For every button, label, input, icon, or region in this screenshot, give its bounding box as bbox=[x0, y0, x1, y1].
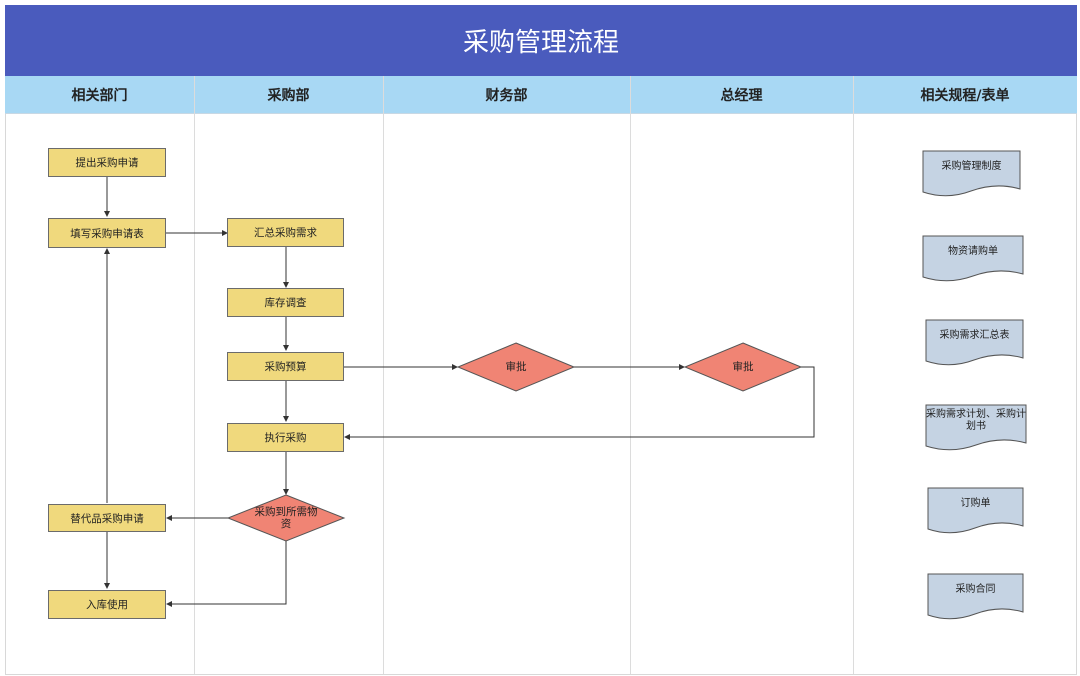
decision-gm-approve: 审批 bbox=[732, 361, 754, 373]
document-requisition-form: 物资请购单 bbox=[948, 246, 998, 257]
document-shape bbox=[925, 319, 1024, 366]
process-inventory-check: 库存调查 bbox=[227, 288, 344, 317]
process-fill-request-form: 填写采购申请表 bbox=[48, 218, 166, 248]
document-shape bbox=[922, 235, 1024, 282]
document-demand-plan: 采购需求计划、采购计划书 bbox=[926, 409, 1026, 432]
lane-divider bbox=[630, 76, 631, 674]
lane-divider bbox=[194, 76, 195, 674]
decision-materials-obtained: 采购到所需物资 bbox=[254, 506, 318, 530]
document-demand-summary: 采购需求汇总表 bbox=[939, 330, 1010, 341]
document-purchase-contract: 采购合同 bbox=[955, 584, 996, 595]
document-purchase-order: 订购单 bbox=[960, 498, 991, 509]
document-shape bbox=[925, 404, 1027, 451]
process-summarize-needs: 汇总采购需求 bbox=[227, 218, 344, 247]
swimlane-header-row: 相关部门 采购部 财务部 总经理 相关规程/表单 bbox=[5, 76, 1077, 114]
decision-gm-approve-shape bbox=[683, 342, 803, 392]
lane-header-related-dept: 相关部门 bbox=[71, 87, 128, 104]
lane-header-purchasing: 采购部 bbox=[267, 87, 310, 104]
connector bbox=[166, 541, 287, 607]
lane-header-finance: 财务部 bbox=[485, 87, 528, 104]
lane-header-general-manager: 总经理 bbox=[720, 87, 763, 104]
document-shape bbox=[927, 487, 1024, 534]
process-execute-purchase: 执行采购 bbox=[227, 423, 344, 452]
diagram-title: 采购管理流程 bbox=[5, 5, 1077, 76]
lane-divider bbox=[383, 76, 384, 674]
decision-finance-approve: 审批 bbox=[505, 361, 527, 373]
process-warehouse-use: 入库使用 bbox=[48, 590, 166, 619]
process-budget: 采购预算 bbox=[227, 352, 344, 381]
connector bbox=[344, 366, 815, 440]
decision-finance-approve-shape bbox=[456, 342, 576, 392]
document-procurement-policy: 采购管理制度 bbox=[941, 161, 1002, 172]
document-shape bbox=[927, 573, 1024, 620]
process-submit-request: 提出采购申请 bbox=[48, 148, 166, 177]
document-shape bbox=[922, 150, 1021, 197]
process-substitute-request: 替代品采购申请 bbox=[48, 504, 166, 532]
lane-header-forms: 相关规程/表单 bbox=[920, 87, 1010, 104]
lane-divider bbox=[853, 76, 854, 674]
